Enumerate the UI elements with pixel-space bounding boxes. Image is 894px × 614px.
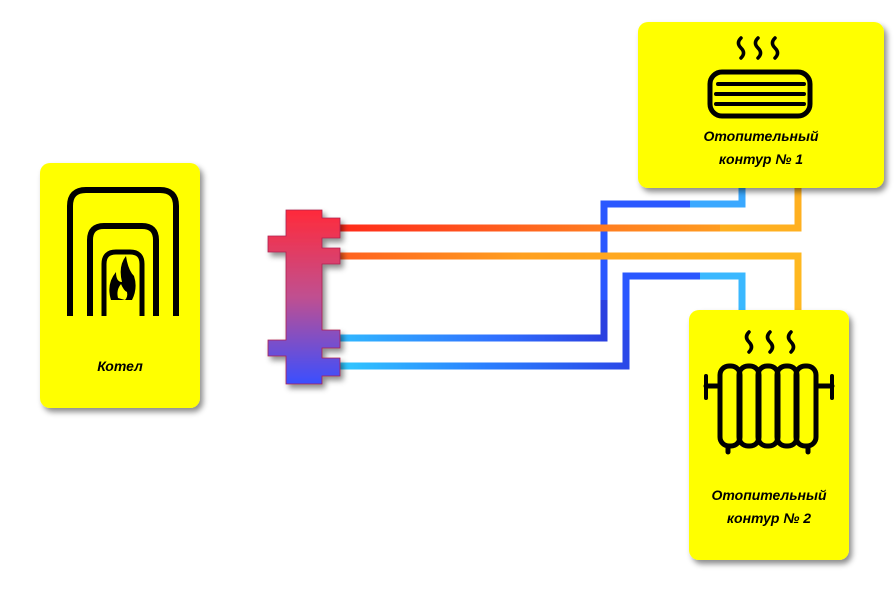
circuit1-panel: Отопительный контур № 1 [638, 22, 884, 188]
circuit2-label-line2: контур № 2 [727, 510, 811, 526]
radiator-icon [703, 330, 835, 455]
circuit2-supply-pipe [340, 252, 802, 310]
hydraulic-separator [267, 209, 341, 385]
circuit2-return-pipe [340, 272, 746, 370]
floor-heating-icon [707, 36, 813, 119]
circuit1-label-line1: Отопительный [703, 128, 818, 144]
boiler-flame-icon [67, 187, 179, 316]
circuit1-return-pipe [340, 188, 746, 342]
circuit1-label-line2: контур № 1 [719, 151, 803, 167]
boiler-panel: Котел [40, 163, 200, 408]
circuit1-supply-pipe [340, 188, 802, 232]
pipes [200, 188, 802, 370]
boiler-label: Котел [97, 358, 143, 374]
circuit2-label-line1: Отопительный [711, 487, 826, 503]
circuit2-panel: Отопительный контур № 2 [689, 310, 849, 560]
